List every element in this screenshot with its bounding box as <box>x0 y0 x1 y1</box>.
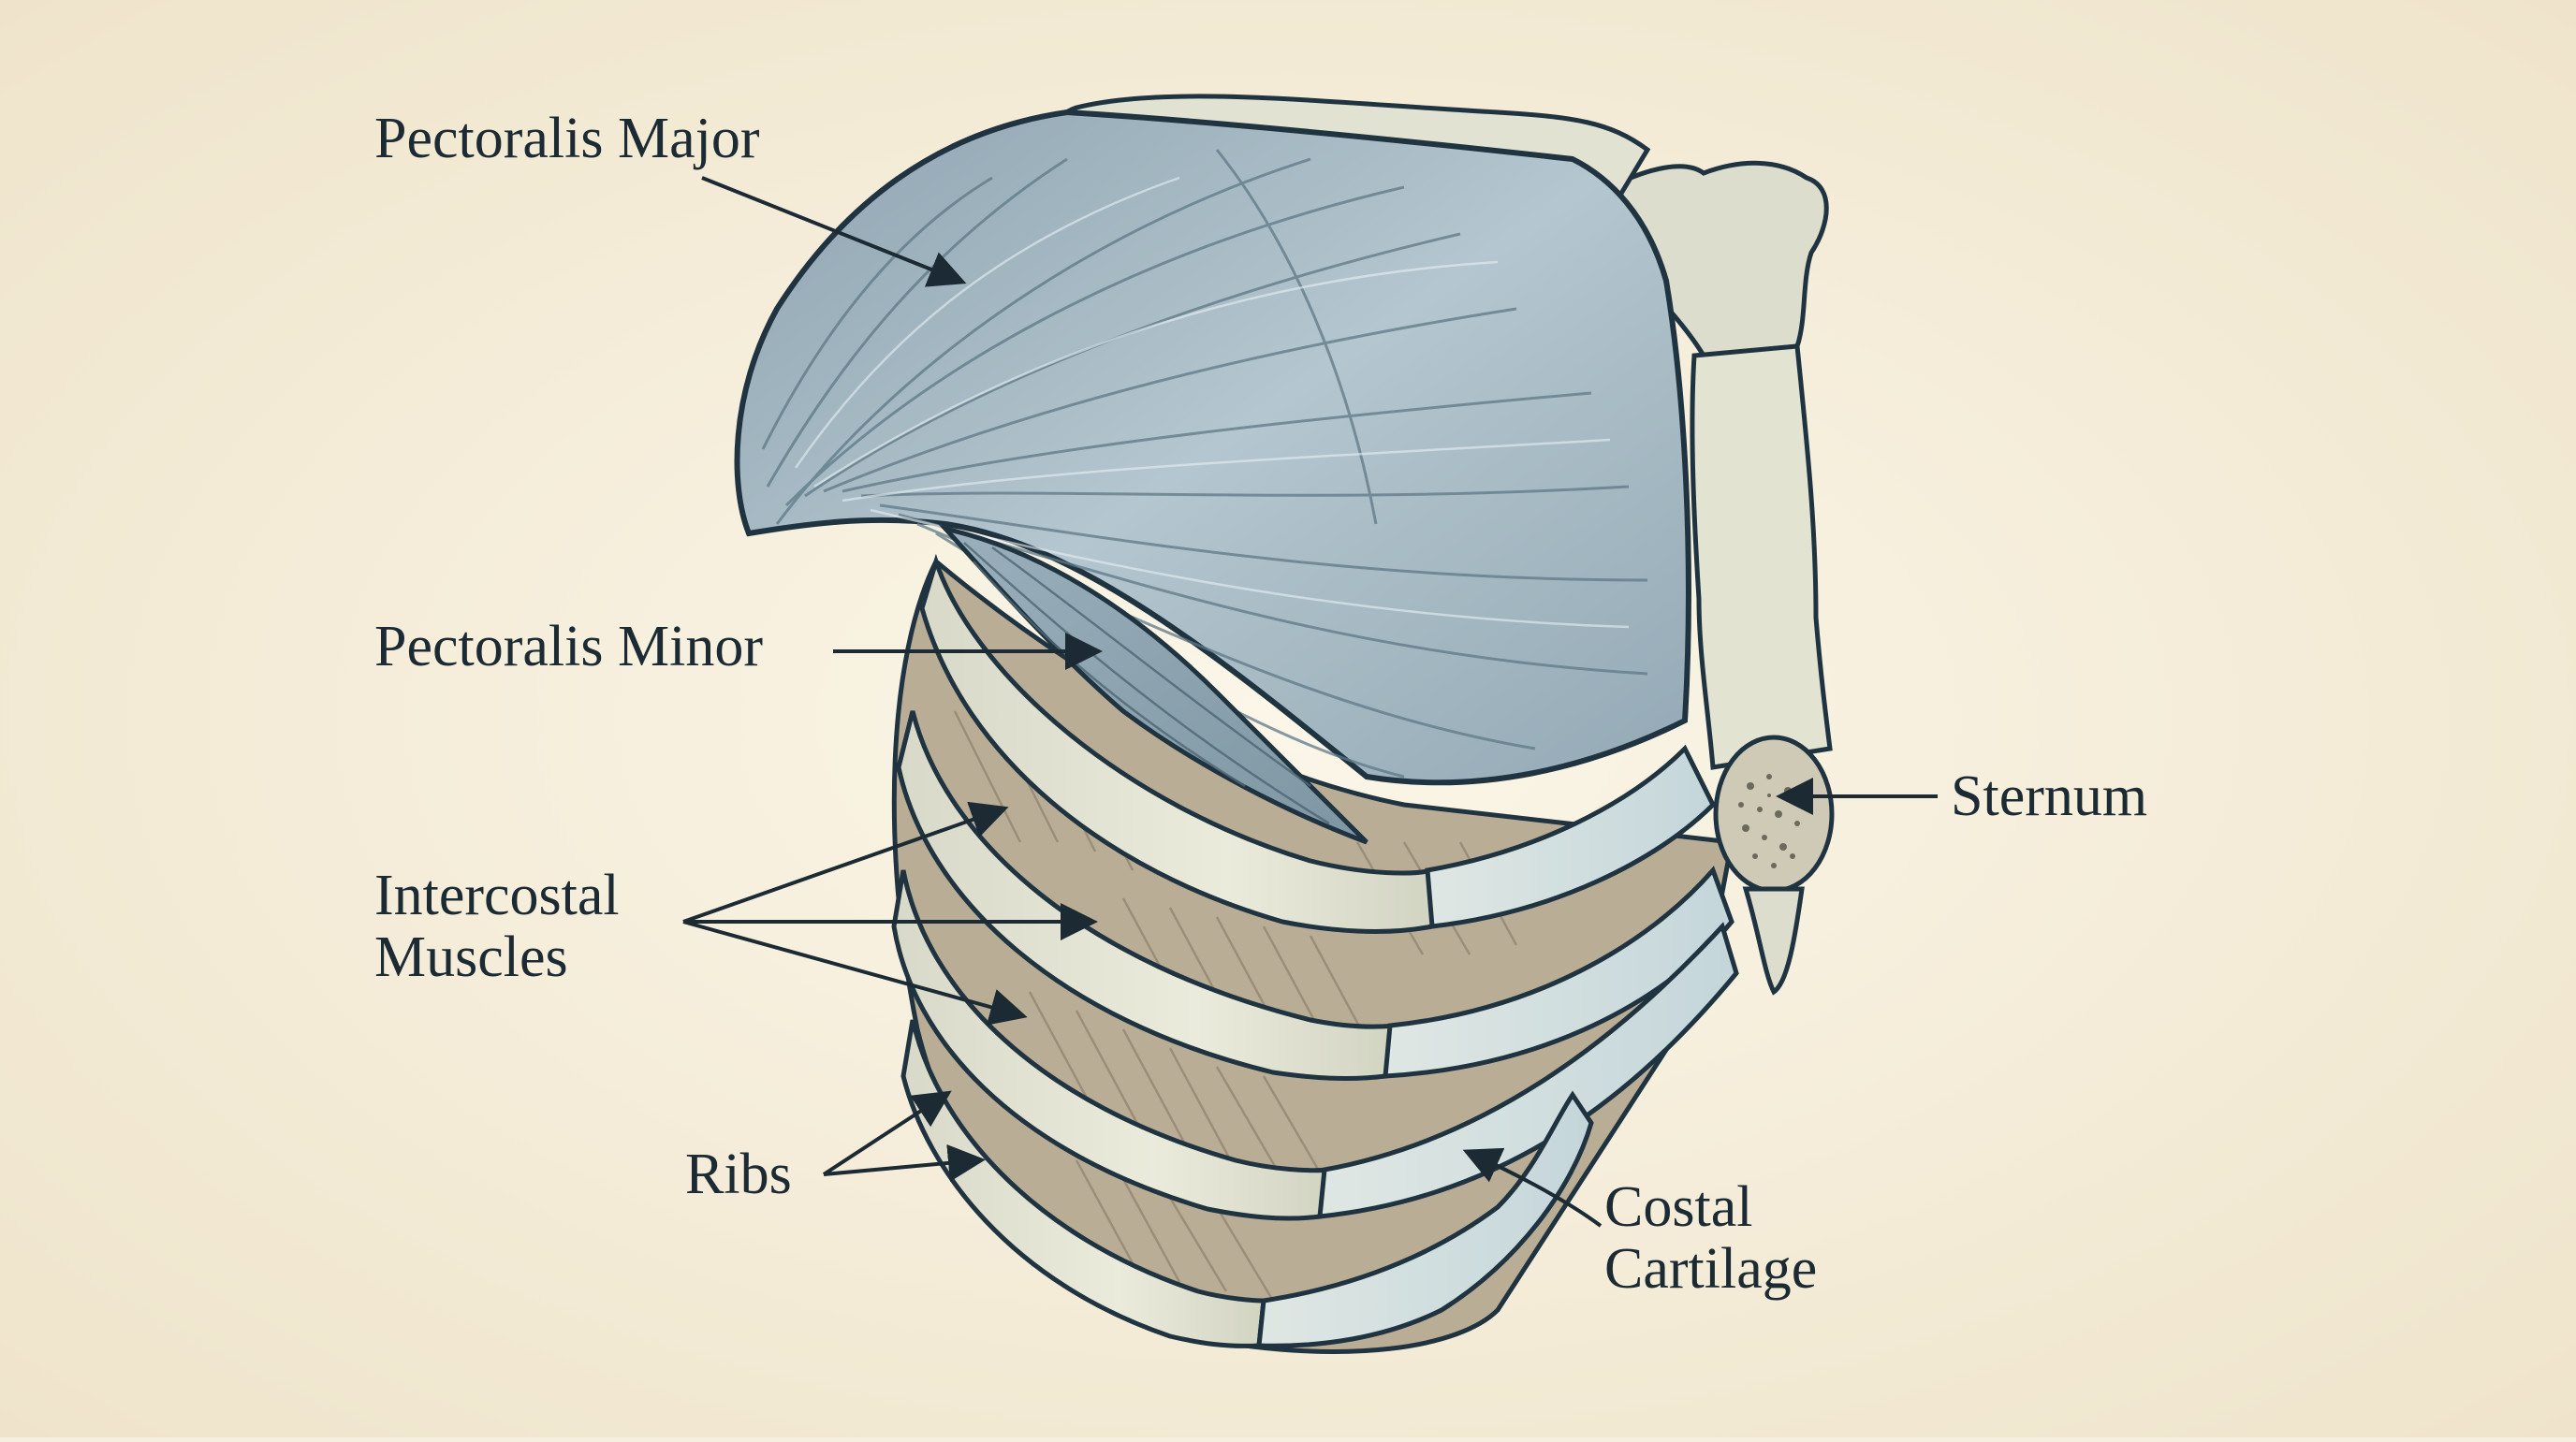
cartilage-1 <box>1425 744 1717 929</box>
cartilage-2 <box>1383 866 1734 1079</box>
arrow-intercostal-3 <box>682 920 1028 1026</box>
label-pectoralis-minor: Pectoralis Minor <box>374 615 763 678</box>
cartilage-4 <box>1256 1090 1594 1348</box>
label-costal-line1: Costal <box>1604 1175 1753 1239</box>
label-intercostal-muscles: Intercostal Muscles <box>374 865 620 988</box>
arrow-pectoralis-major <box>701 176 967 287</box>
arrow-ribs-2 <box>823 1143 986 1182</box>
label-pectoralis-major: Pectoralis Major <box>374 107 760 170</box>
label-costal-line2: Cartilage <box>1604 1237 1818 1301</box>
costal-cartilages <box>1256 744 1739 1348</box>
sternum <box>1599 160 1835 996</box>
arrow-ribs-1 <box>822 1090 952 1176</box>
leader-lines <box>682 176 1938 1228</box>
pectoralis-minor-fibers <box>963 542 1330 825</box>
xiphoid-process <box>1742 886 1805 996</box>
label-costal-cartilage: Costal Cartilage <box>1604 1176 1817 1300</box>
label-ribs: Ribs <box>685 1143 792 1206</box>
label-intercostal-line1: Intercostal <box>374 864 620 927</box>
arrow-intercostal-1 <box>682 801 1009 924</box>
arrow-costal-cartilage <box>1462 1147 1603 1228</box>
cartilage-3 <box>1317 922 1739 1219</box>
label-sternum: Sternum <box>1951 765 2148 828</box>
label-intercostal-line2: Muscles <box>374 925 568 989</box>
